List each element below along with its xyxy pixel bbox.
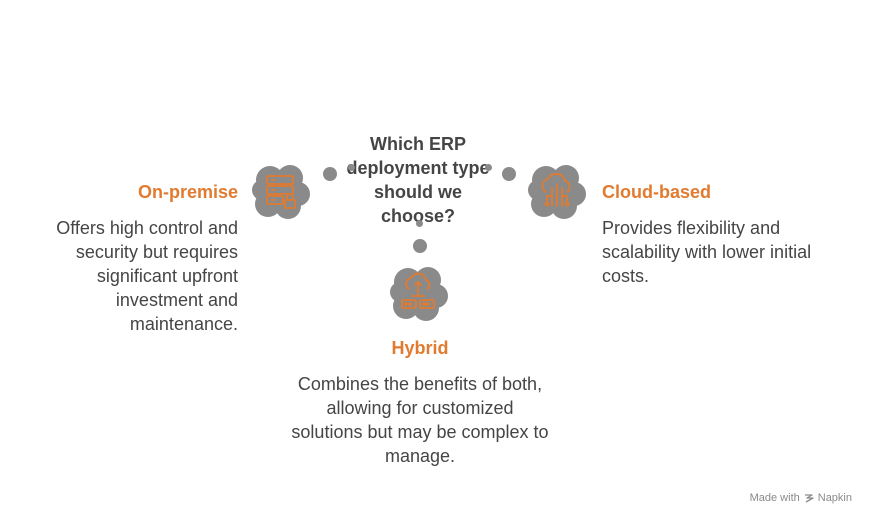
on-premise-description: Offers high control and security but req… (56, 218, 238, 334)
made-with-napkin[interactable]: Made with Napkin (750, 492, 852, 504)
hybrid-description: Combines the benefits of both, allowing … (291, 374, 549, 466)
connector-dot (348, 164, 355, 171)
connector-dot (323, 167, 337, 181)
on-premise-title: On-premise (137, 182, 238, 202)
cloud-based-node (528, 165, 586, 219)
cloud-server-icon (401, 272, 435, 309)
server-lock-icon (266, 175, 296, 209)
connector-dot (413, 239, 427, 253)
hybrid-title: Hybrid (391, 338, 449, 358)
napkin-brand: Napkin (817, 492, 852, 504)
cloud-based-description: Provides flexibility and scalability wit… (602, 218, 812, 286)
connector-dot (502, 167, 516, 181)
cloud-based-title: Cloud-based (602, 182, 712, 202)
connector-dot (485, 164, 492, 171)
cloud-network-icon (541, 172, 571, 207)
napkin-icon (804, 494, 814, 503)
question-text: Which ERP deployment type should we choo… (346, 134, 490, 226)
connector-dot (416, 220, 423, 227)
hybrid-node (390, 267, 448, 321)
made-with-label: Made with (749, 492, 800, 504)
on-premise-node (252, 165, 310, 219)
